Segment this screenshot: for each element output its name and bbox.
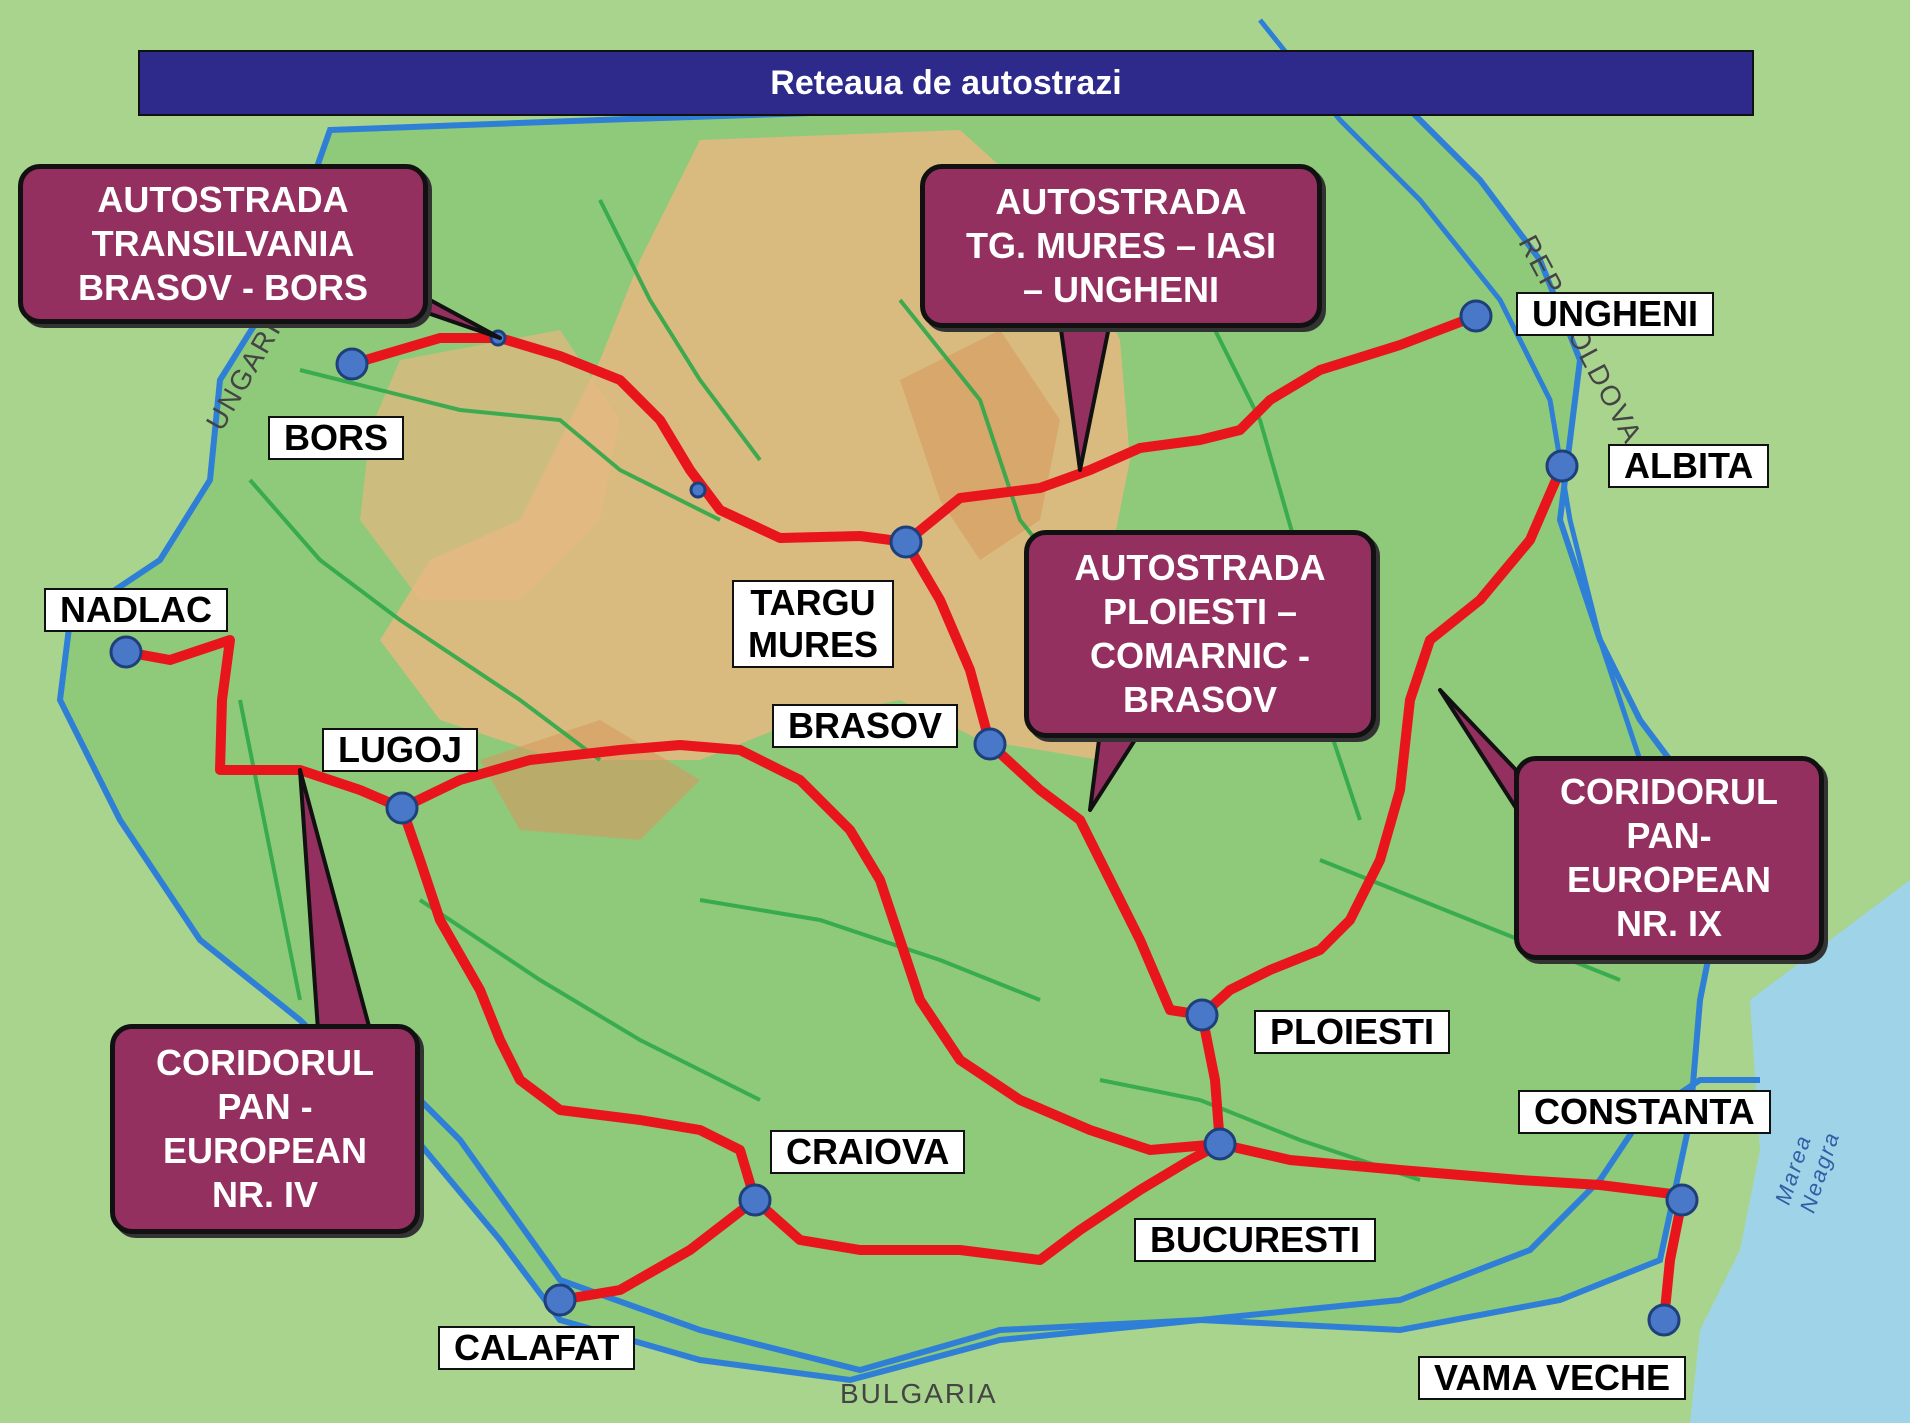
route-lugoj-deva-brasov	[397, 740, 1225, 1155]
label-bors: BORS	[268, 416, 405, 460]
node-lugoj[interactable]	[385, 791, 419, 825]
apuseni-relief	[360, 330, 620, 600]
node-brasov[interactable]	[973, 727, 1007, 761]
callout-tgmures-iasi-text: AUTOSTRADA TG. MURES – IASI – UNGHENI	[965, 181, 1277, 310]
route-craiova-bucuresti	[750, 1139, 1225, 1265]
node-ungheni[interactable]	[1459, 299, 1493, 333]
label-craiova: CRAIOVA	[770, 1130, 966, 1174]
callout-coridor-ix: CORIDORUL PAN- EUROPEAN NR. IX	[1514, 756, 1824, 960]
node-vama-veche[interactable]	[1647, 1303, 1681, 1337]
label-ploiesti: PLOIESTI	[1254, 1010, 1451, 1054]
node-bucuresti[interactable]	[1203, 1127, 1237, 1161]
page-title: Reteaua de autostrazi	[138, 50, 1754, 116]
route-brasov-ploiesti	[985, 739, 1207, 1020]
city-nodes	[109, 299, 1699, 1337]
route-ploiesti-bucuresti	[1197, 1010, 1225, 1149]
label-albita: ALBITA	[1608, 444, 1770, 488]
label-calafat: CALAFAT	[438, 1326, 636, 1370]
callout-tgmures-iasi: AUTOSTRADA TG. MURES – IASI – UNGHENI	[920, 164, 1322, 328]
label-ungheni: UNGHENI	[1516, 292, 1715, 336]
prut-river	[1258, 18, 1702, 822]
route-tgmures-iasi-ungheni	[901, 311, 1481, 547]
callout-coridor-ix-text: CORIDORUL PAN- EUROPEAN NR. IX	[1560, 771, 1778, 944]
route-calafat-craiova	[555, 1195, 760, 1305]
node-bors[interactable]	[335, 347, 369, 381]
label-lugoj: LUGOJ	[322, 728, 479, 772]
route-lugoj-craiova	[397, 803, 760, 1205]
callout-pointers	[298, 298, 1518, 1032]
node-craiova[interactable]	[738, 1183, 772, 1217]
country-bulgaria: BULGARIA	[840, 1378, 998, 1409]
node-targu-mures[interactable]	[889, 525, 923, 559]
node-nadlac[interactable]	[109, 635, 143, 669]
node-small-2	[689, 481, 707, 499]
route-albita-ploiesti	[1197, 461, 1567, 1020]
label-targu-mures-line2: MURES	[748, 624, 879, 665]
label-constanta: CONSTANTA	[1518, 1090, 1771, 1134]
node-calafat[interactable]	[543, 1283, 577, 1317]
callout-transilvania-text: AUTOSTRADA TRANSILVANIA BRASOV - BORS	[77, 179, 369, 308]
label-brasov: BRASOV	[772, 704, 959, 748]
label-nadlac: NADLAC	[44, 588, 228, 632]
callout-ploiesti-brasov-text: AUTOSTRADA PLOIESTI – COMARNIC - BRASOV	[1074, 547, 1326, 720]
node-constanta[interactable]	[1665, 1183, 1699, 1217]
motorway-network	[121, 311, 1687, 1325]
label-bucuresti: BUCURESTI	[1134, 1218, 1377, 1262]
node-ploiesti[interactable]	[1185, 998, 1219, 1032]
callout-ploiesti-brasov: AUTOSTRADA PLOIESTI – COMARNIC - BRASOV	[1024, 530, 1376, 738]
callout-transilvania: AUTOSTRADA TRANSILVANIA BRASOV - BORS	[18, 164, 428, 324]
label-targu-mures-line1: TARGU	[750, 582, 876, 623]
route-constanta-vama-veche	[1659, 1195, 1687, 1325]
route-tgmures-brasov	[901, 537, 995, 749]
label-vama-veche: VAMA VECHE	[1418, 1356, 1687, 1400]
high-peaks	[480, 330, 1060, 840]
callout-coridor-iv-text: CORIDORUL PAN - EUROPEAN NR. IV	[156, 1042, 374, 1215]
label-targu-mures: TARGU MURES	[732, 580, 895, 668]
route-nadlac-lugoj	[121, 635, 407, 813]
callout-coridor-iv: CORIDORUL PAN - EUROPEAN NR. IV	[110, 1024, 420, 1234]
route-transilvania	[347, 333, 911, 547]
black-sea	[1690, 880, 1910, 1423]
node-albita[interactable]	[1545, 449, 1579, 483]
